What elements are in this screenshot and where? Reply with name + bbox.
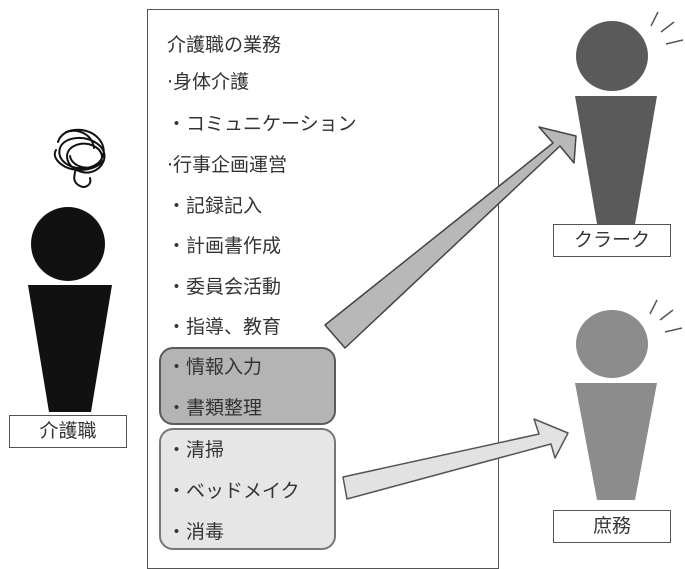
general-affairs-figure xyxy=(575,299,683,500)
list-item: ・コミュニケーション xyxy=(167,113,357,135)
general-task-group xyxy=(159,428,336,550)
clerk-task-group xyxy=(159,347,336,425)
clerk-label: クラーク xyxy=(553,224,671,257)
general-affairs-arrow-icon xyxy=(342,418,569,500)
list-item: ・指導、教育 xyxy=(167,316,282,338)
general-affairs-speech-marks-icon xyxy=(649,299,683,333)
list-item: ・記録記入 xyxy=(167,195,263,217)
general-group-item: ・消毒 xyxy=(167,521,225,543)
general-affairs-head xyxy=(576,310,648,378)
general-affairs-label: 庶務 xyxy=(553,510,671,543)
caregiver-figure xyxy=(28,207,112,412)
list-header: 介護職の業務 xyxy=(167,34,282,56)
tangled-thoughts-icon xyxy=(53,128,106,188)
list-item: ·身体介護 xyxy=(167,71,250,93)
general-group-item: ・清掃 xyxy=(167,439,225,461)
caregiver-label: 介護職 xyxy=(9,415,127,448)
clerk-body xyxy=(575,96,657,224)
caregiver-body xyxy=(28,285,112,412)
caregiver-head xyxy=(31,207,105,281)
clerk-group-item: ・情報入力 xyxy=(167,356,263,378)
list-item: ·行事企画運営 xyxy=(167,154,288,176)
general-group-item: ・ベッドメイク xyxy=(167,480,300,502)
clerk-arrow-icon xyxy=(324,126,577,349)
clerk-speech-marks-icon xyxy=(650,11,684,45)
general-affairs-body xyxy=(575,383,657,500)
list-item: ・委員会活動 xyxy=(167,276,282,298)
clerk-head xyxy=(576,21,648,91)
clerk-figure xyxy=(575,11,684,224)
list-item: ・計画書作成 xyxy=(167,235,282,257)
clerk-group-item: ・書類整理 xyxy=(167,397,263,419)
